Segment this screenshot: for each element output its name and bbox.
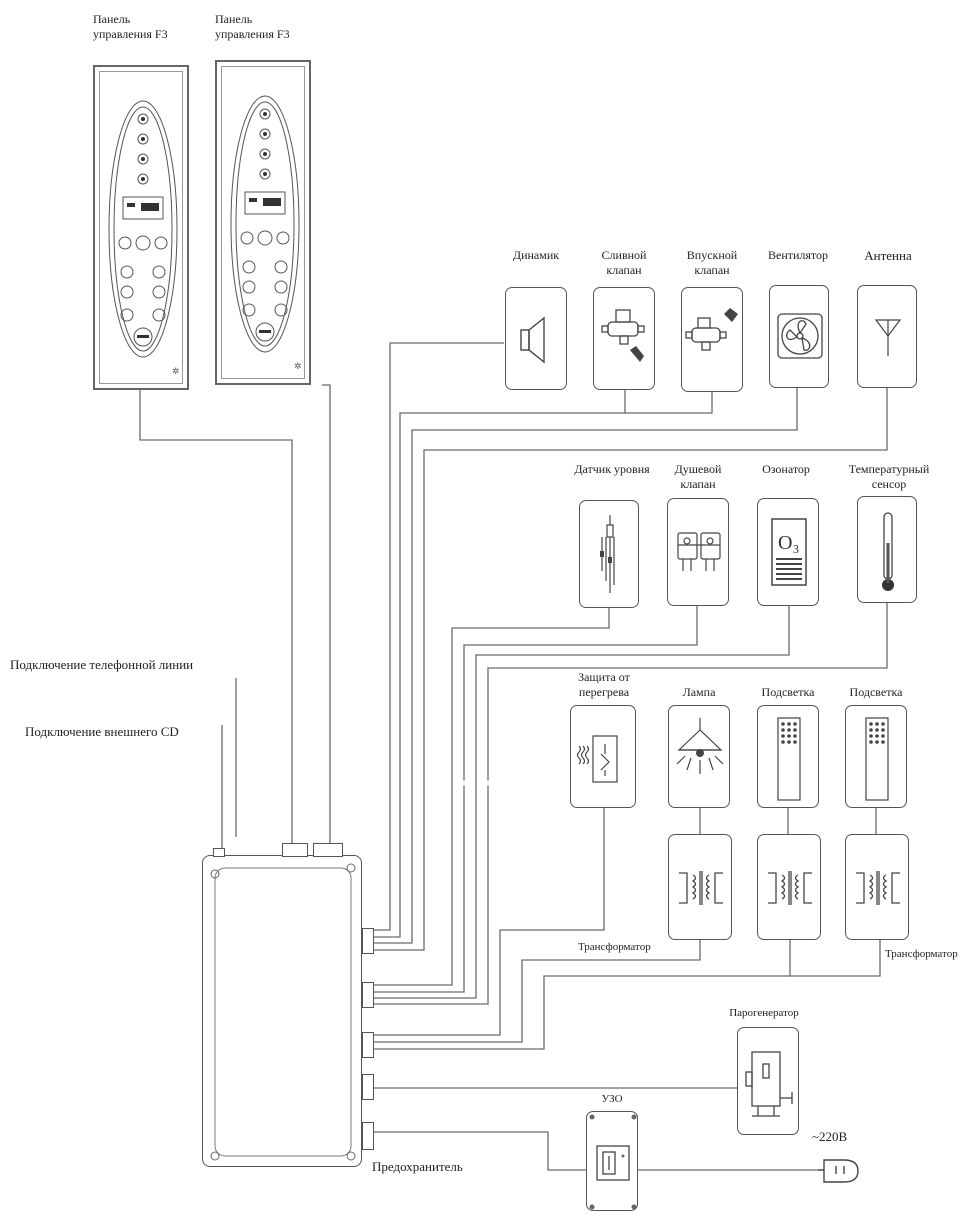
fan — [769, 285, 829, 388]
antenna-label: Антенна — [864, 248, 912, 263]
transformer-icon — [768, 871, 812, 905]
backlight-2 — [845, 705, 907, 808]
speaker-label: Динамик — [512, 248, 560, 262]
svg-text:✲: ✲ — [294, 361, 302, 371]
cd-port — [213, 848, 225, 857]
transformer-backlight-2 — [845, 834, 909, 940]
rcd — [586, 1111, 638, 1211]
power-label: ~220В — [812, 1129, 848, 1144]
backlight-2-label: Подсветка — [849, 685, 903, 699]
panel-port-1 — [282, 843, 308, 857]
backlight-1-label: Подсветка — [761, 685, 815, 699]
control-panel-2-keypad: ✲ — [230, 95, 302, 371]
drain-valve-icon — [601, 309, 645, 362]
ozone-symbol: O₃ — [778, 532, 799, 554]
lamp-icon — [676, 718, 724, 774]
transformer-icon — [679, 871, 723, 905]
lamp — [668, 705, 730, 808]
backlight-2-icon — [865, 717, 889, 801]
backlight-1 — [757, 705, 819, 808]
overheat-icon — [576, 735, 618, 783]
ozonator: O₃ — [757, 498, 819, 606]
steam-generator — [737, 1027, 799, 1135]
output-port-2 — [362, 982, 374, 1008]
phone-line-label: Подключение телефонной линии — [10, 657, 194, 672]
backlight-1-icon — [777, 717, 801, 801]
transformer-icon — [856, 871, 900, 905]
output-port-3 — [362, 1032, 374, 1058]
temp-sensor-label: Температурный сенсор — [848, 462, 930, 491]
level-sensor — [579, 500, 639, 608]
ozonator-label: Озонатор — [762, 462, 810, 476]
steam-generator-label: Парогенератор — [729, 1007, 799, 1019]
shower-valve — [667, 498, 729, 606]
level-sensor-label: Датчик уровня — [574, 462, 650, 476]
control-panel-2: ✲ — [215, 60, 311, 385]
steam-generator-icon — [745, 1051, 793, 1117]
overheat-protection — [570, 705, 636, 808]
ozone-icon: O₃ — [771, 518, 807, 586]
antenna — [857, 285, 917, 388]
level-sensor-icon — [600, 515, 615, 593]
external-cd-label: Подключение внешнего CD — [25, 724, 179, 739]
transformer-1-label: Трансформатор — [578, 941, 651, 953]
inlet-valve — [681, 287, 743, 392]
shower-valve-icon — [677, 532, 721, 571]
transformer-lamp — [668, 834, 732, 940]
lamp-label: Лампа — [682, 685, 716, 699]
speaker — [505, 287, 567, 390]
controller-unit-body — [210, 863, 356, 1161]
panel-1-label: Панель управления F3 — [93, 12, 168, 41]
panel-2-label: Панель управления F3 — [215, 12, 290, 41]
plug-icon — [818, 1159, 859, 1183]
power-port — [362, 1122, 374, 1150]
inlet-valve-label: Впускной клапан — [686, 248, 738, 277]
inlet-valve-icon — [685, 308, 738, 351]
speaker-icon — [520, 316, 545, 364]
drain-valve — [593, 287, 655, 390]
control-panel-1-keypad: ✲ — [108, 100, 180, 376]
panel-port-2 — [313, 843, 343, 857]
fan-icon — [777, 313, 823, 359]
thermometer-icon — [882, 512, 894, 591]
output-port-1 — [362, 928, 374, 954]
transformer-2-label: Трансформатор — [885, 948, 958, 960]
drain-valve-label: Сливной клапан — [601, 248, 647, 277]
svg-text:✲: ✲ — [172, 366, 180, 376]
temp-sensor — [857, 496, 917, 603]
rcd-label: УЗО — [601, 1093, 623, 1105]
antenna-icon — [874, 319, 902, 356]
overheat-label: Защита от перегрева — [578, 670, 630, 699]
transformer-backlight-1 — [757, 834, 821, 940]
shower-valve-label: Душевой клапан — [674, 462, 722, 491]
controller-unit — [202, 855, 362, 1167]
fuse-label: Предохранитель — [372, 1159, 463, 1174]
control-panel-1: ✲ — [93, 65, 189, 390]
rcd-icon — [589, 1114, 637, 1210]
output-port-4 — [362, 1074, 374, 1100]
fan-label: Вентилятор — [767, 248, 828, 262]
